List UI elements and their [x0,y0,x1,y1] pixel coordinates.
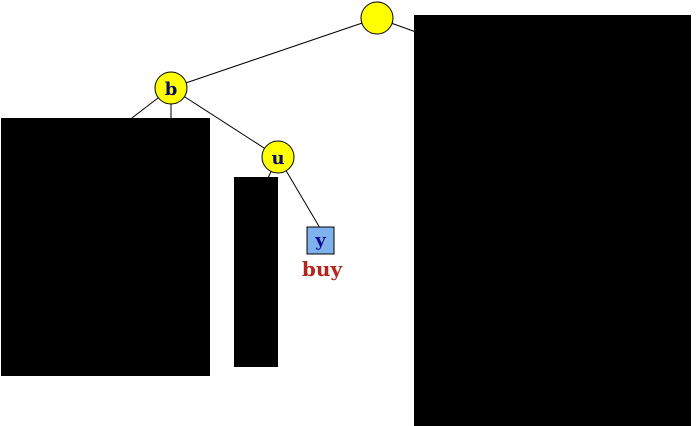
leaf-y-word-label: buy [302,257,344,281]
node-u-letter: u [271,148,284,169]
leaf-y: y buy [302,226,344,281]
leaf-y-box [306,226,335,255]
node-u: u [261,140,295,174]
node-root [360,1,394,35]
node-b-circle [154,71,188,105]
node-root-circle [360,1,394,35]
edge-root-b [170,17,378,89]
leaf-y-letter: y [314,230,326,251]
edge-b-u [170,87,279,158]
node-b-letter: b [165,79,178,100]
mask-right-subtree [414,15,691,426]
mask-left-subtree [1,118,210,376]
node-u-circle [261,140,295,174]
redaction-masks [1,15,691,426]
node-b: b [154,71,188,105]
mask-middle-subtree [234,177,278,367]
